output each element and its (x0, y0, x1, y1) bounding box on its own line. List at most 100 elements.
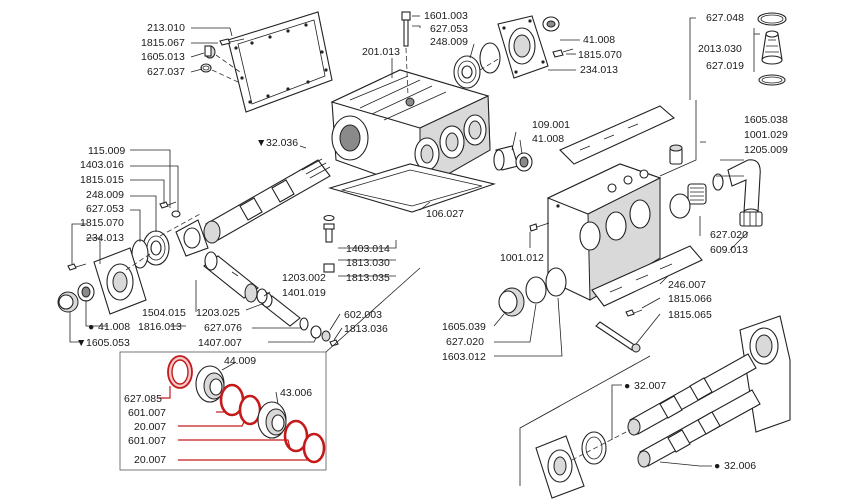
screw-1813-036 (329, 339, 339, 347)
label-627-019: 627.019 (706, 60, 744, 72)
dot-marker-41-008: ● (88, 321, 94, 333)
connecting-rod-115-009 (175, 219, 209, 257)
screw-1815-015 (159, 201, 177, 209)
label-609-013: 609.013 (710, 244, 748, 256)
bearing-flange-left-234-013 (93, 247, 147, 315)
label-1605-053: 1605.053 (86, 337, 130, 349)
screw-1815-070-top (552, 48, 574, 58)
label-627-020-right: 627.020 (710, 229, 748, 241)
seal-ring-large (545, 267, 567, 297)
label-1813-035: 1813.035 (346, 272, 390, 284)
seal-housing-43-006 (257, 401, 287, 439)
valve-cover-plate-246-007 (591, 245, 703, 307)
seal-41-008-mid (515, 152, 533, 172)
cover-screw (219, 38, 245, 46)
label-41-008-top: 41.008 (583, 34, 615, 46)
seal-41-008-left (77, 282, 95, 302)
crankshaft-32-036 (203, 158, 331, 244)
plug-1605-039 (498, 287, 525, 317)
seal-kit-detail-box (119, 267, 421, 471)
bolt-1001-012 (529, 222, 550, 232)
label-1605-038: 1605.038 (744, 114, 788, 126)
label-234-013-top: 234.013 (580, 64, 618, 76)
label-1203-002: 1203.002 (282, 272, 326, 284)
label-1816-013: 1816.013 (138, 321, 182, 333)
label-201-013: 201.013 (362, 46, 400, 58)
label-1815-066: 1815.066 (668, 293, 712, 305)
screw-1813-030 (323, 223, 335, 243)
o-ring-627-085-highlight (167, 355, 193, 389)
bearing-flange-bottom (535, 435, 585, 499)
label-627-020-mid: 627.020 (446, 336, 484, 348)
elbow-1205-009 (727, 159, 761, 216)
label-627-076: 627.076 (204, 322, 242, 334)
label-1601-003: 1601.003 (424, 10, 468, 22)
crankcase-cover-gasket (227, 11, 333, 113)
alt-crankshafts-box (519, 355, 651, 486)
seal-41-008-top (542, 16, 560, 32)
bearing-bottom (581, 431, 607, 465)
leader-lines (69, 15, 760, 467)
valve-cover-plate-top (559, 105, 676, 165)
label-44-009: 44.009 (224, 355, 256, 367)
valve-2013-030 (761, 30, 783, 65)
label-1403-016: 1403.016 (80, 159, 124, 171)
label-1815-065: 1815.065 (668, 309, 712, 321)
seal-20-007-b-highlight (302, 432, 326, 464)
fitting-1001-029 (687, 183, 707, 205)
dash-lines-left (125, 213, 201, 271)
bearing-248-009-top (453, 55, 481, 89)
piston-1203-025 (261, 292, 301, 327)
label-248-009-top: 248.009 (430, 36, 468, 48)
dot-marker-32-006: ● (714, 460, 720, 472)
label-1203-025: 1203.025 (196, 307, 240, 319)
label-627-037: 627.037 (147, 66, 185, 78)
crankcase-body (330, 69, 491, 191)
label-601-007-b: 601.007 (128, 435, 166, 447)
label-627-053-top: 627.053 (430, 23, 468, 35)
nut-602-003 (321, 330, 331, 342)
bearing-flange-top (497, 15, 549, 79)
label-1605-013: 1605.013 (141, 51, 185, 63)
label-1605-039: 1605.039 (442, 321, 486, 333)
part-labels: 213.010 1815.067 1605.013 627.037 1601.0… (76, 10, 788, 472)
triangle-marker-1605-053: ▼ (76, 337, 86, 349)
o-ring-627-037 (200, 63, 212, 73)
label-248-009-left: 248.009 (86, 189, 124, 201)
o-ring-627-076 (299, 317, 309, 331)
nut-609-013 (739, 211, 763, 227)
label-109-001: 109.001 (532, 119, 570, 131)
label-2013-030: 2013.030 (698, 43, 742, 55)
seal-1205-ring (712, 173, 724, 191)
o-ring-627-020-mid (525, 276, 547, 304)
base-plate-106-027 (328, 163, 496, 213)
screw-1815-070-left (67, 263, 87, 271)
crankshaft-32-006 (637, 389, 761, 468)
plug-1605-038 (669, 144, 683, 165)
label-32-036: 32.036 (266, 137, 298, 149)
label-627-085: 627.085 (124, 393, 162, 405)
label-41-008-mid: 41.008 (532, 133, 564, 145)
label-20-007-a: 20.007 (134, 421, 166, 433)
nut-1813-035 (323, 263, 335, 273)
o-ring-627-020-right (669, 193, 691, 219)
label-20-007-b: 20.007 (134, 454, 166, 466)
label-1815-067: 1815.067 (141, 37, 185, 49)
sleeve-109-001 (493, 145, 519, 171)
label-1813-030: 1813.030 (346, 257, 390, 269)
o-ring-627-053-top (479, 42, 501, 74)
label-1815-070-top: 1815.070 (578, 49, 622, 61)
label-1504-015: 1504.015 (142, 307, 186, 319)
label-1001-029: 1001.029 (744, 129, 788, 141)
label-1205-009: 1205.009 (744, 144, 788, 156)
plug-1605-053 (57, 291, 79, 313)
crankshaft-32-007 (627, 353, 757, 436)
o-ring-627-019 (758, 74, 786, 86)
label-246-007: 246.007 (668, 279, 706, 291)
dipstick-1601-003 (401, 11, 411, 47)
label-115-009: 115.009 (88, 145, 125, 157)
triangle-marker-32-036: ▼ (256, 137, 266, 149)
red-leader-lines (158, 386, 308, 461)
piston-guide-1203-002 (203, 251, 259, 303)
